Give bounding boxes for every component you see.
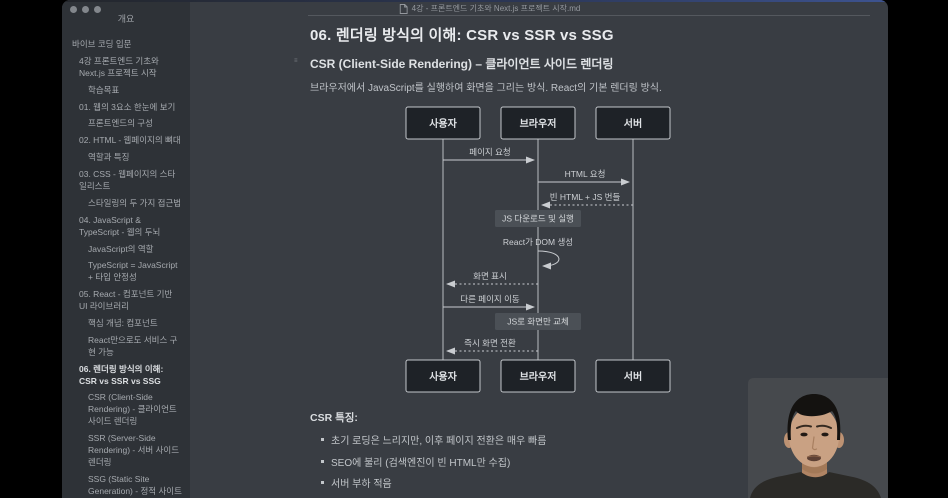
- outline-item[interactable]: SSR (Server-Side Rendering) - 서버 사이드 렌더링: [62, 433, 190, 469]
- outline-item[interactable]: 05. React - 컴포넌트 기반 UI 라이브러리: [62, 289, 190, 313]
- bullet-icon: [321, 438, 324, 441]
- section-heading-csr: CSR (Client-Side Rendering) – 클라이언트 사이드 …: [310, 57, 614, 71]
- feature-text: 서버 부하 적음: [331, 479, 392, 490]
- svg-text:서버: 서버: [624, 117, 642, 130]
- outline-item[interactable]: CSR (Client-Side Rendering) - 클라이언트 사이드 …: [62, 392, 190, 428]
- message-screen-display: 화면 표시: [446, 271, 538, 288]
- svg-text:HTML 요청: HTML 요청: [565, 169, 606, 179]
- outline-item[interactable]: SSG (Static Site Generation) - 정적 사이트 생성: [62, 474, 190, 498]
- window-controls: [70, 6, 101, 13]
- outline-item[interactable]: 04. JavaScript & TypeScript - 웹의 두뇌: [62, 215, 190, 239]
- outline-item[interactable]: 스타일링의 두 가지 접근법: [62, 198, 190, 210]
- svg-text:화면 표시: 화면 표시: [473, 271, 507, 281]
- outline-item[interactable]: 06. 렌더링 방식의 이해: CSR vs SSR vs SSG: [62, 364, 190, 388]
- svg-text:JS로 화면만 교체: JS로 화면만 교체: [507, 317, 569, 327]
- actor-user-bottom: 사용자: [405, 359, 481, 393]
- outline-item-label: 05. React - 컴포넌트 기반 UI 라이브러리: [79, 289, 173, 312]
- svg-text:다른 페이지 이동: 다른 페이지 이동: [460, 294, 520, 304]
- outline-item-label: SSR (Server-Side Rendering) - 서버 사이드 렌더링: [88, 433, 180, 467]
- feature-text: SEO에 불리 (검색엔진이 빈 HTML만 수집): [331, 457, 511, 469]
- outline-item-label: 바이브 코딩 입문: [72, 39, 132, 49]
- svg-text:브라우저: 브라우저: [520, 117, 557, 130]
- features-list: 초기 로딩은 느리지만, 이후 페이지 전환은 매우 빠름 SEO에 불리 (검…: [321, 432, 546, 498]
- feature-item: 초기 로딩은 느리지만, 이후 페이지 전환은 매우 빠름: [321, 432, 546, 447]
- outline-item-label: CSR (Client-Side Rendering) - 클라이언트 사이드 …: [88, 392, 177, 427]
- outline-item-label: 01. 웹의 3요소 한눈에 보기: [79, 101, 176, 112]
- outline-item-label: 핵심 개념: 컴포넌트: [88, 318, 158, 329]
- outline-item-label: 03. CSS - 웹페이지의 스타일리스트: [79, 169, 176, 192]
- outline-item[interactable]: 역할과 특징: [62, 152, 190, 164]
- intro-paragraph: 브라우저에서 JavaScript를 실행하여 화면을 그리는 방식. Reac…: [310, 83, 662, 94]
- heading-collapse-marker[interactable]: ≡: [294, 58, 298, 64]
- document-title: 4강 - 프론트엔드 기초와 Next.js 프로젝트 시작.md: [411, 4, 581, 13]
- webcam-overlay: [748, 378, 888, 498]
- outline-list: 바이브 코딩 입문 4강 프론트엔드 기초와 Next.js 프로젝트 시작 학…: [62, 39, 190, 498]
- svg-text:서버: 서버: [624, 370, 642, 383]
- outline-item[interactable]: 03. CSS - 웹페이지의 스타일리스트: [62, 169, 190, 193]
- outline-item-label: 02. HTML - 웹페이지의 뼈대: [79, 135, 181, 146]
- outline-item-label: 역할과 특징: [88, 152, 130, 163]
- document-pane: 4강 - 프론트엔드 기초와 Next.js 프로젝트 시작.md 06. 렌더…: [190, 0, 888, 498]
- outline-item-label: JavaScript의 역할: [88, 243, 154, 254]
- outline-item[interactable]: React만으로도 서비스 구현 가능: [62, 335, 190, 359]
- document-titlebar: 4강 - 프론트엔드 기초와 Next.js 프로젝트 시작.md: [399, 3, 581, 14]
- actor-server-bottom: 서버: [595, 359, 671, 393]
- svg-text:React가 DOM 생성: React가 DOM 생성: [503, 237, 573, 247]
- outline-item-label: SSG (Static Site Generation) - 정적 사이트 생성: [88, 473, 182, 498]
- svg-text:JS 다운로드 및 실행: JS 다운로드 및 실행: [502, 214, 574, 224]
- outline-item[interactable]: 02. HTML - 웹페이지의 뼈대: [62, 135, 190, 147]
- message-html-request: HTML 요청: [538, 169, 630, 186]
- outline-header: 개요: [117, 14, 135, 24]
- svg-text:사용자: 사용자: [429, 117, 457, 130]
- page-title: 06. 렌더링 방식의 이해: CSR vs SSR vs SSG: [310, 27, 614, 44]
- message-empty-html-js: 빈 HTML + JS 번들: [541, 192, 633, 209]
- svg-text:브라우저: 브라우저: [520, 370, 557, 383]
- titlebar-separator: [308, 15, 870, 16]
- message-page-request: 페이지 요청: [443, 147, 535, 164]
- outline-item[interactable]: 학습목표: [62, 85, 190, 97]
- message-react-dom: React가 DOM 생성: [503, 237, 573, 270]
- outline-item-label: React만으로도 서비스 구현 가능: [88, 334, 178, 357]
- outline-item-label: 4강 프론트엔드 기초와 Next.js 프로젝트 시작: [79, 55, 159, 78]
- bullet-icon: [321, 481, 324, 484]
- csr-sequence-diagram: 사용자 브라우저 서버 페이지 요청 HTML 요청: [405, 106, 671, 393]
- bullet-icon: [321, 459, 324, 463]
- outline-item-label: 04. JavaScript & TypeScript - 웹의 두뇌: [79, 214, 161, 237]
- outline-item[interactable]: 핵심 개념: 컴포넌트: [62, 318, 190, 330]
- zoom-button[interactable]: [94, 6, 101, 13]
- outline-item[interactable]: 바이브 코딩 입문: [62, 39, 190, 51]
- presenter-avatar: [748, 378, 888, 498]
- outline-item[interactable]: TypeScript = JavaScript + 타입 안정성: [62, 260, 190, 284]
- actor-user-top: 사용자: [405, 106, 481, 140]
- actor-browser-top: 브라우저: [500, 106, 576, 140]
- outline-item-label: 학습목표: [88, 84, 120, 95]
- outline-item[interactable]: 4강 프론트엔드 기초와 Next.js 프로젝트 시작: [62, 56, 190, 80]
- outline-item-label: 스타일링의 두 가지 접근법: [88, 197, 182, 208]
- feature-text: 초기 로딩은 느리지만, 이후 페이지 전환은 매우 빠름: [331, 436, 547, 447]
- feature-item: SEO에 불리 (검색엔진이 빈 HTML만 수집): [321, 454, 546, 469]
- svg-text:즉시 화면 전환: 즉시 화면 전환: [464, 338, 516, 348]
- outline-item[interactable]: 프론트엔드의 구성: [62, 118, 190, 130]
- message-next-page: 다른 페이지 이동: [443, 294, 535, 311]
- note-js-swap: JS로 화면만 교체: [495, 313, 581, 330]
- actor-browser-bottom: 브라우저: [500, 359, 576, 393]
- outline-item[interactable]: 01. 웹의 3요소 한눈에 보기: [62, 102, 190, 114]
- close-button[interactable]: [70, 6, 77, 13]
- minimize-button[interactable]: [82, 6, 89, 13]
- outline-item[interactable]: JavaScript의 역할: [62, 244, 190, 256]
- feature-item: 서버 부하 적음: [321, 475, 546, 490]
- svg-text:사용자: 사용자: [429, 370, 457, 383]
- svg-text:빈 HTML + JS 번들: 빈 HTML + JS 번들: [550, 192, 621, 202]
- outline-item-label: 06. 렌더링 방식의 이해: CSR vs SSR vs SSG: [79, 363, 164, 386]
- message-instant-transition: 즉시 화면 전환: [446, 338, 538, 355]
- svg-text:페이지 요청: 페이지 요청: [469, 147, 510, 157]
- outline-item-label: TypeScript = JavaScript + 타입 안정성: [88, 260, 178, 283]
- actor-server-top: 서버: [595, 106, 671, 140]
- document-icon: [399, 3, 408, 14]
- outline-sidebar: 개요 바이브 코딩 입문 4강 프론트엔드 기초와 Next.js 프로젝트 시…: [62, 0, 190, 498]
- features-title: CSR 특징:: [310, 412, 358, 424]
- markdown-editor-window: 개요 바이브 코딩 입문 4강 프론트엔드 기초와 Next.js 프로젝트 시…: [62, 0, 888, 498]
- outline-item-label: 프론트엔드의 구성: [88, 118, 153, 129]
- note-js-download: JS 다운로드 및 실행: [495, 210, 581, 227]
